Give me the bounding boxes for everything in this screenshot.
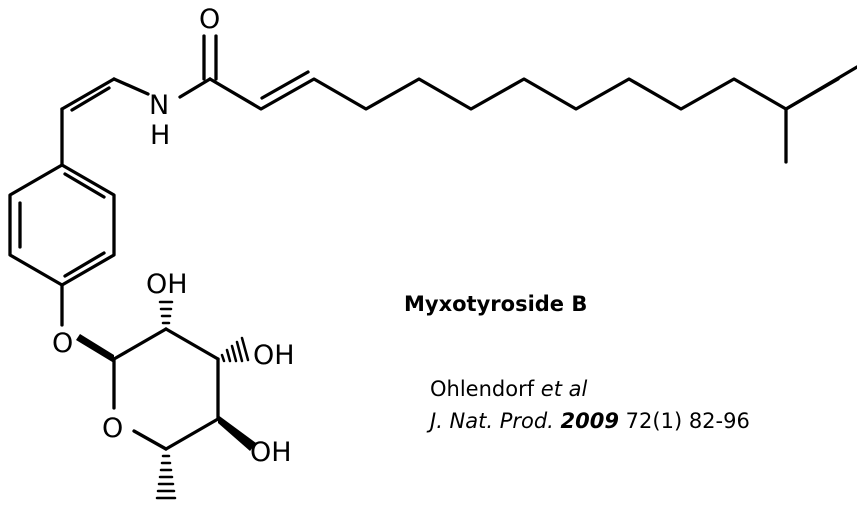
c4-wedge-bond — [218, 415, 256, 451]
citation-journal: J. Nat. Prod. — [430, 409, 554, 433]
sugar-bond-c2-c3 — [164, 327, 220, 361]
n-vinyl-bond — [112, 77, 150, 96]
isopropyl-methyl-up — [784, 65, 857, 111]
sugar-bond-c5-o — [132, 429, 168, 451]
hydroxyl-2-label: OH — [253, 340, 295, 371]
aromatic-double-bond-2 — [63, 172, 106, 199]
citation-et-al: et al — [540, 377, 588, 401]
enamide-double-bond-outer — [60, 77, 116, 111]
citation-authors: Ohlendorf et al — [430, 377, 587, 401]
hydroxyl-3-label: OH — [250, 437, 292, 468]
c5-hashed-methyl — [155, 454, 177, 500]
hydroxyl-1-label: OH — [146, 269, 188, 300]
amide-c-n-bond — [178, 77, 212, 99]
benzene-ring — [8, 163, 116, 287]
c3-hashed-bond — [220, 336, 250, 363]
amide-hydrogen-label: H — [150, 120, 170, 151]
carbonyl-oxygen-label: O — [199, 4, 220, 35]
compound-name: Myxotyroside B — [404, 292, 588, 316]
citation-volume-pages: 72(1) 82-96 — [619, 409, 750, 433]
enamide-double-bond-inner — [70, 86, 111, 112]
cis-double-bond-acyl — [260, 70, 310, 100]
glycosidic-oxygen-label: O — [52, 328, 73, 359]
acyl-chain-bonds — [208, 77, 840, 111]
anomeric-wedge-bond — [76, 334, 114, 363]
aromatic-double-bond-3 — [63, 251, 106, 278]
ring-oxygen-label: O — [102, 413, 123, 444]
amide-nitrogen-label: N — [149, 90, 169, 121]
sugar-bond-c4-c5 — [164, 417, 220, 451]
citation-reference: J. Nat. Prod. 2009 72(1) 82-96 — [430, 409, 750, 433]
c2-hashed-bond — [158, 300, 174, 325]
citation-year: 2009 — [560, 409, 619, 433]
citation-author-name: Ohlendorf — [430, 377, 541, 401]
sugar-bond-c1-c2 — [112, 327, 168, 361]
